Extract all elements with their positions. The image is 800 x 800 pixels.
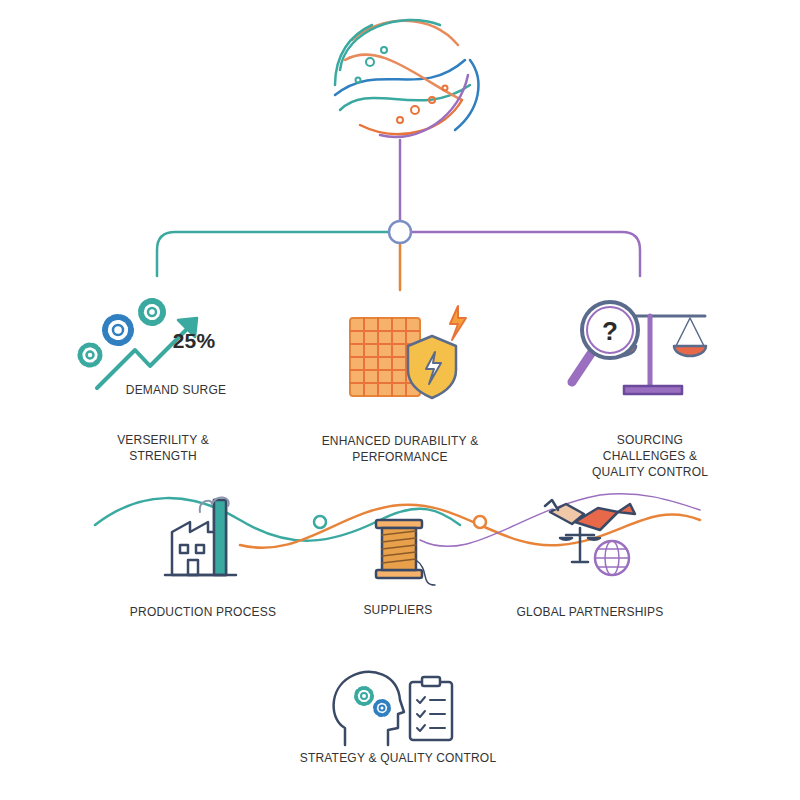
factory-icon xyxy=(165,497,236,575)
tree-connector xyxy=(157,140,640,290)
metric-caption: DEMAND SURGE xyxy=(116,382,236,398)
question-mark: ? xyxy=(590,314,630,348)
strategy-icon xyxy=(334,672,452,745)
strategy-label: STRATEGY & QUALITY CONTROL xyxy=(268,750,528,766)
spool-icon xyxy=(376,520,435,585)
weave-shield-icon xyxy=(350,306,466,398)
pillar-label: SOURCING CHALLENGES & QUALITY CONTROL xyxy=(577,432,723,480)
pillar-label: VERSERILITY & STRENGTH xyxy=(111,432,215,464)
stage-label: GLOBAL PARTNERSHIPS xyxy=(500,604,680,620)
stage-label: PRODUCTION PROCESS xyxy=(113,604,293,620)
callout-number: 25% xyxy=(159,327,229,354)
stage-label: SUPPLIERS xyxy=(338,602,458,618)
handshake-globe-icon xyxy=(545,500,635,575)
pillar-label: ENHANCED DURABILITY & PERFORMANCE xyxy=(314,433,486,465)
swirl-globe xyxy=(335,20,478,137)
magnifier-scale-icon xyxy=(572,302,706,394)
